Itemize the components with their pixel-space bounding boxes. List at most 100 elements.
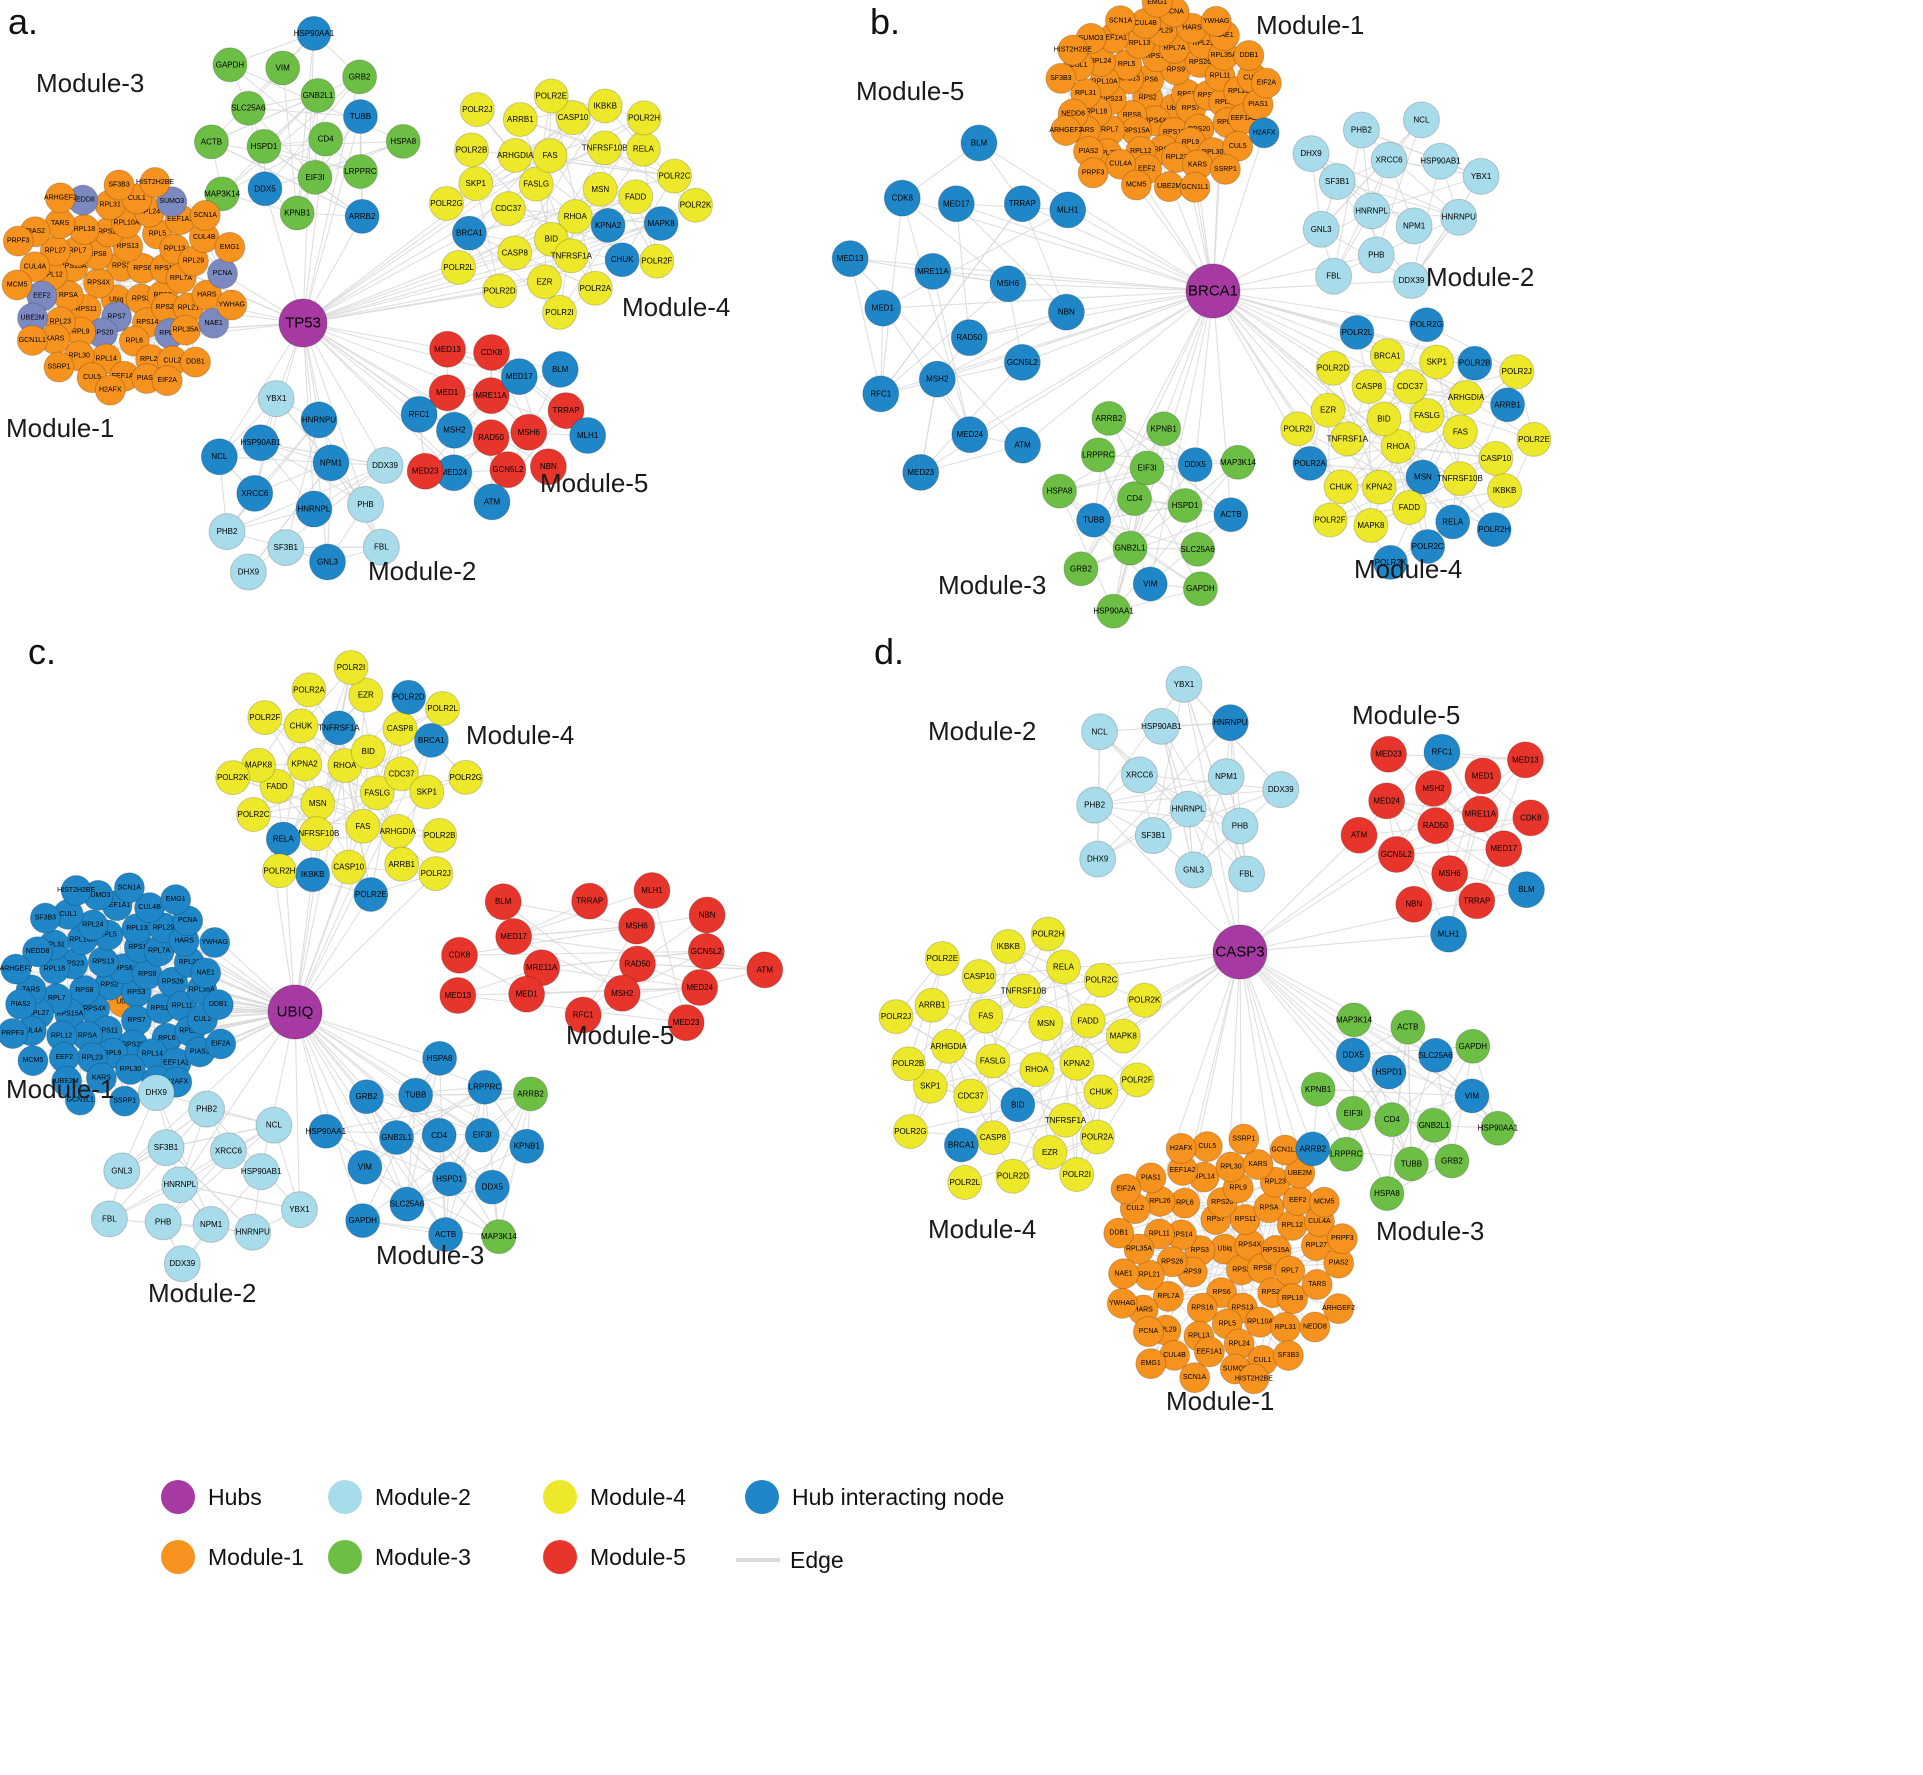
node-H2AFX	[94, 374, 126, 406]
node-label: RPS6	[1212, 1289, 1230, 1296]
node-EZR	[1310, 392, 1346, 428]
node-RAD50	[618, 945, 656, 983]
node-label: H2AFX	[166, 1079, 189, 1086]
node-label: HSPD1	[436, 1174, 463, 1183]
node-label: RPL27	[28, 1010, 50, 1017]
node-SKP1	[912, 1068, 948, 1104]
node-POLR2D	[482, 273, 518, 309]
edge	[211, 141, 363, 217]
node-label: SF3B3	[35, 915, 57, 922]
node-label: RPL7A	[1163, 45, 1186, 52]
node-label: CDC37	[388, 769, 415, 778]
node-NEDD8	[22, 936, 54, 968]
node-POLR2C	[1410, 528, 1446, 564]
edge	[960, 1069, 1038, 1146]
node-label: CUL2	[194, 1016, 212, 1023]
node-label: RPL30	[68, 352, 90, 359]
node-RPL18	[1277, 1283, 1309, 1315]
node-label: RPL9	[1182, 139, 1200, 146]
node-label: KARS	[1188, 161, 1207, 168]
node-label: NBN	[1405, 900, 1422, 909]
node-label: UBE2M	[21, 315, 45, 322]
hub-edge	[979, 951, 1241, 978]
node-label: EZR	[1320, 406, 1336, 415]
node-TARS	[1301, 1268, 1333, 1300]
node-POLR2L	[441, 250, 477, 286]
node-ARRB2	[1091, 400, 1127, 436]
node-label: RPS13	[117, 243, 139, 250]
node-SLC25A6	[1418, 1037, 1454, 1073]
node-label: CUL2	[163, 357, 181, 364]
node-label: YBX1	[1471, 172, 1492, 181]
node-label: HSP90AB1	[240, 438, 281, 447]
node-MED13	[1506, 741, 1544, 779]
node-label: POLR2B	[1459, 359, 1491, 368]
node-label: RPS6	[114, 965, 132, 972]
node-label: Ubiq	[1167, 105, 1182, 112]
node-label: CD4	[431, 1131, 448, 1140]
node-KPNA2	[1059, 1045, 1095, 1081]
edge	[406, 1145, 528, 1205]
node-label: RPL27	[45, 247, 67, 254]
node-label: RPS3	[132, 296, 150, 303]
node-label: RPL21	[178, 959, 200, 966]
edge	[469, 232, 560, 313]
node-label: RPL9	[1229, 1184, 1247, 1191]
node-NAE1	[190, 957, 222, 989]
node-label: FADD	[1077, 1016, 1099, 1025]
node-label: IKBKB	[996, 942, 1020, 951]
node-POLR2A	[291, 672, 327, 708]
node-label: LRPPRC	[344, 167, 377, 176]
node-GNB2L1	[379, 1119, 415, 1155]
edge	[947, 1046, 1014, 1177]
edge	[498, 1093, 532, 1237]
node-MRE11A	[1461, 795, 1499, 833]
node-label: KPNA2	[1064, 1059, 1091, 1068]
node-label: TNFRSF1A	[318, 723, 360, 732]
node-SSRP1	[109, 1085, 141, 1117]
node-label: FADD	[266, 782, 288, 791]
node-POLR2J	[418, 856, 454, 892]
edge	[1229, 722, 1248, 875]
node-TNFRSF10B	[587, 130, 623, 166]
node-label: RPL18	[74, 226, 96, 233]
node-label: RPL13	[126, 925, 148, 932]
node-label: XRCC6	[215, 1146, 243, 1155]
node-label: ATM	[484, 497, 501, 506]
node-label: ARRB2	[517, 1089, 544, 1098]
node-label: GCN1L1	[19, 337, 46, 344]
node-label: KARS	[1248, 1161, 1267, 1168]
node-label: MED24	[956, 430, 983, 439]
node-label: KPNB1	[284, 208, 311, 217]
edge	[1108, 417, 1232, 516]
node-label: SF3B1	[1141, 831, 1166, 840]
node-label: EEF1A2	[1170, 1167, 1196, 1174]
hub-UBIQ	[267, 984, 323, 1040]
node-NBN	[688, 896, 726, 934]
node-RFC1	[1423, 733, 1461, 771]
node-label: RPS11	[75, 306, 97, 313]
node-PRPF3	[0, 1018, 29, 1050]
node-RELA	[1435, 504, 1471, 540]
node-CDC37	[1392, 369, 1428, 405]
edge	[1153, 789, 1281, 837]
node-ARRB2	[1295, 1131, 1331, 1167]
node-label: YWHAG	[218, 301, 244, 308]
node-LRPPRC	[467, 1069, 503, 1105]
node-label: NEDD8	[1061, 111, 1085, 118]
node-label: MRE11A	[475, 391, 507, 400]
node-NCL	[1402, 101, 1440, 139]
node-label: RPS20	[1188, 126, 1210, 133]
node-CD4	[1117, 481, 1153, 517]
node-MSH2	[435, 411, 473, 449]
node-label: POLR2E	[1518, 435, 1550, 444]
edge	[1021, 203, 1067, 313]
node-LRPPRC	[1328, 1136, 1364, 1172]
node-POLR2C	[1083, 962, 1119, 998]
node-POLR2F	[639, 243, 675, 279]
node-label: RPL21	[1139, 1272, 1161, 1279]
node-POLR2I	[333, 650, 369, 686]
node-RPL30	[114, 1053, 146, 1085]
node-MSN	[1028, 1006, 1064, 1042]
node-FAS	[968, 998, 1004, 1034]
